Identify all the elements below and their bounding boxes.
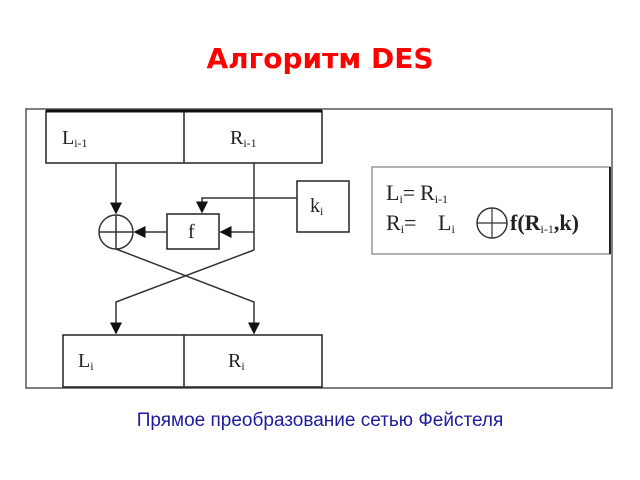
svg-text:ki: ki	[310, 195, 324, 218]
xor-icon	[476, 207, 508, 239]
slide-caption: Прямое преобразование сетью Фейстеля	[136, 410, 504, 431]
function-block: f	[166, 213, 220, 250]
svg-text:f: f	[188, 221, 195, 243]
output-block: Li Ri	[62, 334, 323, 388]
formula-line-1: Li= Ri-1	[386, 180, 448, 206]
key-block: ki	[296, 180, 350, 233]
connections	[110, 163, 297, 335]
formula-box: Li= Ri-1 Ri= Li f(Ri-1,k)	[371, 166, 611, 255]
input-right-label: Ri-1	[230, 127, 257, 150]
output-right-label: Ri	[228, 350, 245, 373]
input-left-label: Li-1	[62, 127, 88, 150]
diagram-frame	[25, 108, 613, 389]
xor-icon	[98, 214, 134, 250]
output-left-label: Li	[78, 350, 94, 373]
slide-title: Алгоритм DES	[206, 42, 434, 75]
input-block: Li-1 Ri-1	[45, 109, 323, 164]
formula-line-2: Ri= Li f(Ri-1,k)	[386, 210, 579, 238]
